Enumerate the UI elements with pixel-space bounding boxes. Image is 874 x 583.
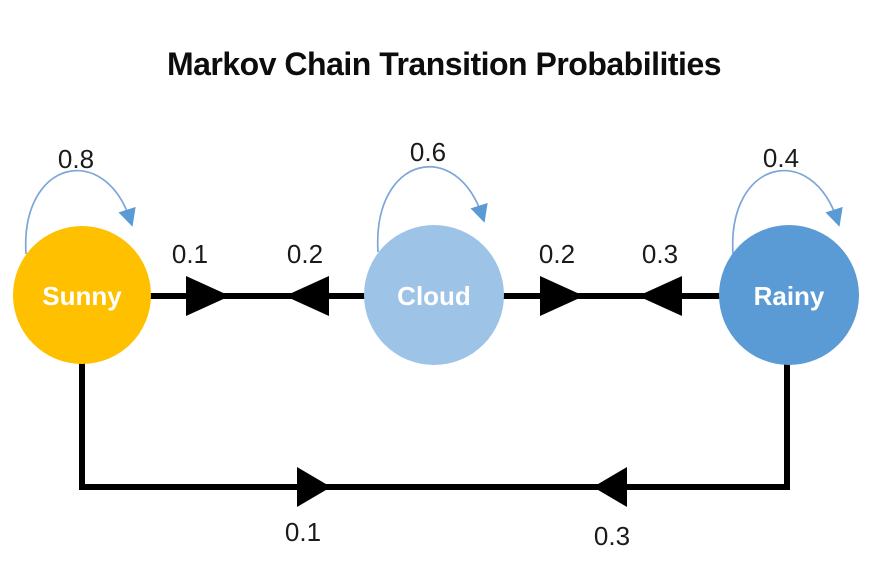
diagram-title: Markov Chain Transition Probabilities bbox=[167, 46, 721, 82]
state-label-sunny: Sunny bbox=[42, 281, 122, 311]
arrowhead-sunny-to-cloud bbox=[186, 276, 230, 316]
state-label-rainy: Rainy bbox=[754, 281, 825, 311]
transition-label-rainy-to-cloud: 0.3 bbox=[642, 239, 678, 269]
transition-label-sunny-to-rainy: 0.1 bbox=[285, 517, 321, 547]
arrowhead-sunny-to-rainy bbox=[297, 467, 331, 507]
state-label-cloud: Cloud bbox=[397, 281, 471, 311]
self-loop-label-sunny: 0.8 bbox=[58, 144, 94, 174]
self-loop-label-rainy: 0.4 bbox=[763, 143, 799, 173]
state-circle-cloud bbox=[364, 225, 504, 365]
arrowhead-rainy-to-cloud bbox=[638, 276, 682, 316]
transition-label-sunny-to-cloud: 0.1 bbox=[172, 239, 208, 269]
self-loop-arc-rainy bbox=[732, 169, 843, 255]
arrowhead-cloud-to-rainy bbox=[540, 276, 584, 316]
self-loop-label-cloud: 0.6 bbox=[410, 137, 446, 167]
transition-label-rainy-to-sunny: 0.3 bbox=[594, 521, 630, 551]
edge-sunny-rainy bbox=[79, 362, 790, 490]
self-loop-arc-cloud bbox=[377, 165, 488, 253]
arrowhead-rainy-to-sunny bbox=[593, 467, 627, 507]
transition-label-cloud-to-rainy: 0.2 bbox=[539, 239, 575, 269]
state-circle-sunny bbox=[13, 226, 151, 364]
state-circle-rainy bbox=[719, 225, 859, 365]
transition-label-cloud-to-sunny: 0.2 bbox=[287, 239, 323, 269]
self-loop-arc-sunny bbox=[25, 169, 136, 255]
arrowhead-cloud-to-sunny bbox=[285, 276, 329, 316]
